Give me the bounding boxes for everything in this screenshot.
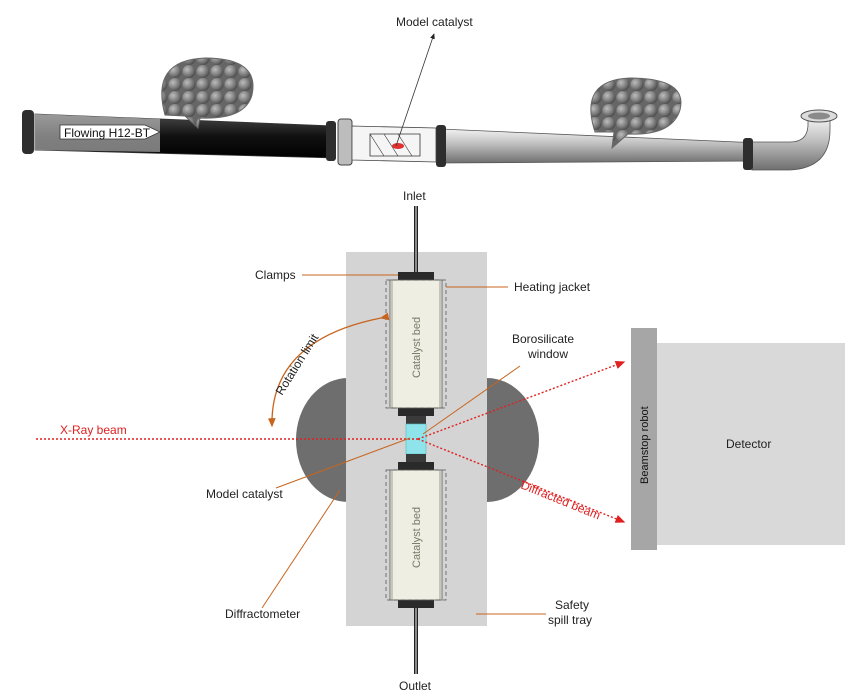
flange — [337, 118, 353, 166]
outlet-label: Outlet — [399, 679, 432, 693]
catalyst-beads-bubble-right — [590, 77, 682, 150]
beamstop-robot — [631, 328, 657, 550]
right-pipe — [439, 128, 761, 164]
borosilicate-label-line2: window — [527, 347, 568, 361]
xray-beam-label: X-Ray beam — [60, 423, 127, 437]
clamps-label: Clamps — [255, 268, 296, 282]
catalyst-bed-bottom — [389, 469, 443, 601]
diffractometer-right — [487, 378, 539, 502]
flange — [326, 121, 336, 161]
flange — [22, 110, 34, 154]
clamp-top — [398, 272, 434, 280]
pipe-assembly: Flowing H12-BT Model catalyst — [22, 15, 838, 171]
model-catalyst-pointer — [395, 33, 435, 147]
clamp-bottom — [398, 600, 434, 608]
spill-tray-label-line2: spill tray — [548, 613, 592, 627]
spill-tray-label-line1: Safety — [555, 598, 589, 612]
inlet-label: Inlet — [403, 189, 426, 203]
borosilicate-label-line1: Borosilicate — [512, 332, 574, 346]
flange — [743, 138, 753, 170]
pipe-elbow — [751, 117, 831, 171]
clamp-mid-upper — [398, 408, 434, 416]
diffractometer-leader — [261, 489, 341, 609]
borosilicate-leader — [422, 365, 521, 435]
catalyst-bed-top-label: Catalyst bed — [411, 317, 423, 378]
detector — [656, 343, 845, 545]
diffracted-beam-up — [417, 361, 626, 440]
catalyst-bed-bottom-label: Catalyst bed — [411, 507, 423, 568]
diffractometer-label: Diffractometer — [225, 607, 300, 621]
flow-arrow — [59, 124, 161, 140]
detector-label: Detector — [726, 437, 771, 451]
rotation-limit-arc — [267, 312, 390, 428]
heating-jacket-label: Heating jacket — [514, 280, 591, 294]
flange — [436, 125, 446, 167]
flow-label: Flowing H12-BT — [64, 126, 151, 140]
catalyst-bed-top — [389, 279, 443, 409]
diffracted-beam-down — [417, 438, 626, 523]
diffracted-beam-label: Diffracted beam — [519, 478, 603, 523]
rotation-limit-label: Rotation limit — [273, 331, 322, 398]
catalyst-pellet — [392, 143, 404, 149]
beamstop-robot-label: Beamstop robot — [639, 406, 651, 484]
model-catalyst-label: Model catalyst — [206, 487, 283, 501]
catalyst-beads-bubble-left — [161, 57, 254, 129]
clamp-mid-lower — [398, 462, 434, 470]
model-catalyst-top-label: Model catalyst — [396, 15, 473, 29]
model-catalyst-leader — [275, 437, 411, 489]
diffractometer-left — [296, 378, 348, 502]
